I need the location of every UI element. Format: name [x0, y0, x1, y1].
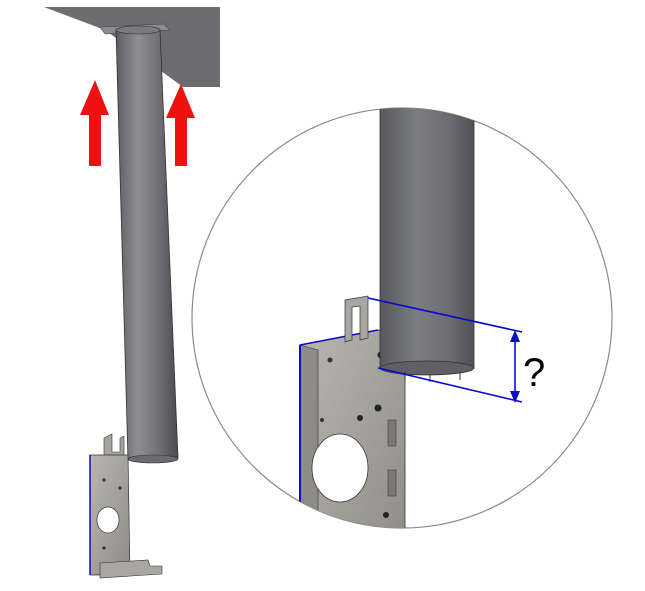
detail-pipe — [379, 108, 475, 369]
mounting-bracket-small — [89, 433, 163, 579]
main-pipe-top — [115, 25, 161, 35]
detail-callout — [191, 107, 613, 529]
lift-arrow-left — [80, 80, 109, 166]
main-pipe-bottom — [127, 454, 179, 464]
main-pipe — [115, 29, 179, 461]
lift-arrow-right — [166, 84, 195, 166]
measurement-question-label: ? — [523, 351, 545, 395]
dimension-indicator — [367, 297, 523, 403]
